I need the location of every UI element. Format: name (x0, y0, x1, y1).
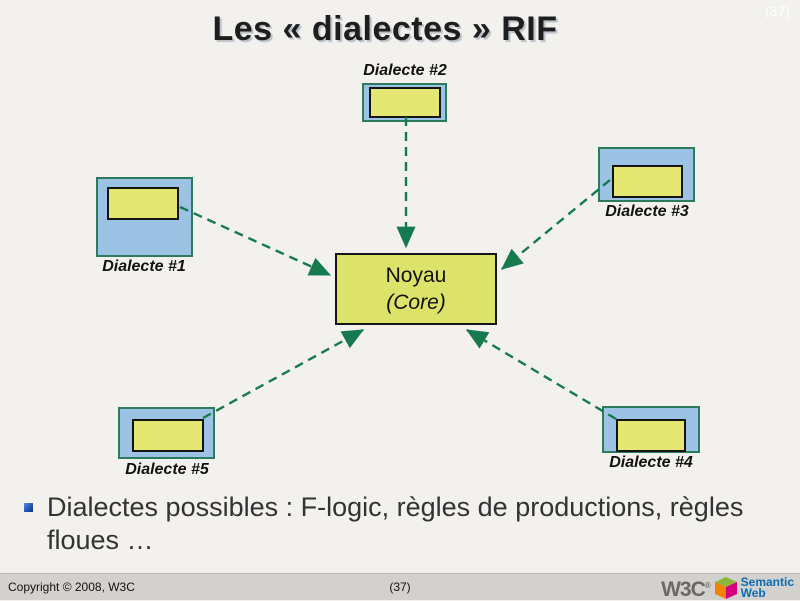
semantic-web-logo-text: Semantic Web (740, 574, 794, 600)
arrow-dialect3-to-core (501, 179, 611, 270)
w3c-logo: W3C® (661, 575, 711, 600)
dialect-1-box (96, 177, 193, 257)
bullet-item: Dialectes possibles : F-logic, règles de… (22, 491, 788, 558)
dialect-3-inner-box (612, 165, 683, 198)
core-title: Noyau (385, 264, 447, 287)
dialect-3-label: Dialecte #3 (605, 203, 689, 220)
core-subtitle: (Core) (386, 291, 446, 314)
dialect-2-inner-box (369, 87, 441, 118)
dialect-2-label: Dialecte #2 (363, 62, 447, 79)
w3c-logo-text: W3C (661, 578, 706, 601)
dialect-3-box (598, 147, 695, 202)
footer-bar: Copyright © 2008, W3C (37) W3C® Semantic… (0, 573, 800, 600)
semantic-web-line2: Web (740, 585, 766, 600)
footer-logos: W3C® Semantic Web (661, 574, 794, 601)
dialect-2-box (362, 83, 447, 122)
registered-mark: ® (704, 581, 711, 590)
arrow-dialect4-to-core (465, 328, 617, 421)
dialect-1-inner-box (107, 187, 179, 220)
semantic-web-cube-icon (714, 576, 737, 599)
bullet-icon (24, 503, 33, 512)
dialect-1-label: Dialecte #1 (102, 258, 186, 275)
core-box: Noyau (Core) (335, 253, 497, 325)
dialect-4-inner-box (616, 419, 686, 452)
dialect-5-box (118, 407, 215, 459)
semantic-web-line1: Semantic (740, 574, 794, 589)
arrow-dialect5-to-core (202, 328, 365, 420)
footer-page-number: (37) (389, 580, 411, 594)
arrow-dialect1-to-core (179, 205, 332, 277)
dialect-4-label: Dialecte #4 (609, 454, 693, 471)
bullet-text: Dialectes possibles : F-logic, règles de… (47, 492, 744, 556)
dialect-5-label: Dialecte #5 (125, 461, 209, 478)
slide-number-watermark: (37) (765, 3, 790, 19)
dialect-4-box (602, 406, 700, 453)
dialect-5-inner-box (132, 419, 204, 452)
slide-title: Les « dialectes » RIF (212, 10, 558, 48)
footer-copyright: Copyright © 2008, W3C (8, 580, 135, 594)
